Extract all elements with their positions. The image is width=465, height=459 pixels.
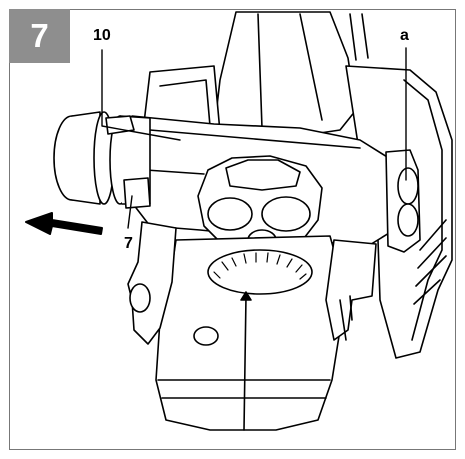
knob-grip-right bbox=[261, 196, 311, 232]
body-ridge bbox=[145, 129, 361, 175]
knob-grip-left bbox=[207, 197, 253, 231]
left-housing-inner bbox=[159, 79, 211, 127]
direction-arrow bbox=[25, 212, 103, 235]
right-rail bbox=[325, 239, 377, 341]
side-lever-a-knob-2 bbox=[397, 203, 419, 237]
rail-knob bbox=[129, 283, 151, 313]
cable-rear bbox=[349, 13, 369, 61]
callout-label-10: 10 bbox=[93, 27, 111, 44]
scale-pointer bbox=[240, 291, 252, 301]
handle-edge bbox=[257, 13, 323, 129]
leader-7 bbox=[127, 195, 133, 229]
side-lever-a-knob bbox=[397, 167, 419, 205]
lock-button-7 bbox=[123, 177, 151, 209]
right-housing-inner bbox=[403, 79, 443, 341]
leader-10 bbox=[101, 49, 181, 141]
vent-slots bbox=[413, 219, 447, 305]
center-line bbox=[243, 295, 247, 431]
dust-port-tab bbox=[105, 115, 135, 135]
handle-top bbox=[213, 11, 357, 137]
right-rail-slot bbox=[339, 295, 353, 341]
left-rail bbox=[127, 221, 177, 345]
depth-knob-cap bbox=[225, 159, 301, 191]
scale-ticks bbox=[213, 252, 307, 280]
callout-label-a: a bbox=[400, 27, 409, 44]
base-hole bbox=[193, 326, 219, 346]
figure-number-badge: 7 bbox=[9, 9, 70, 63]
callout-label-7: 7 bbox=[124, 235, 133, 252]
